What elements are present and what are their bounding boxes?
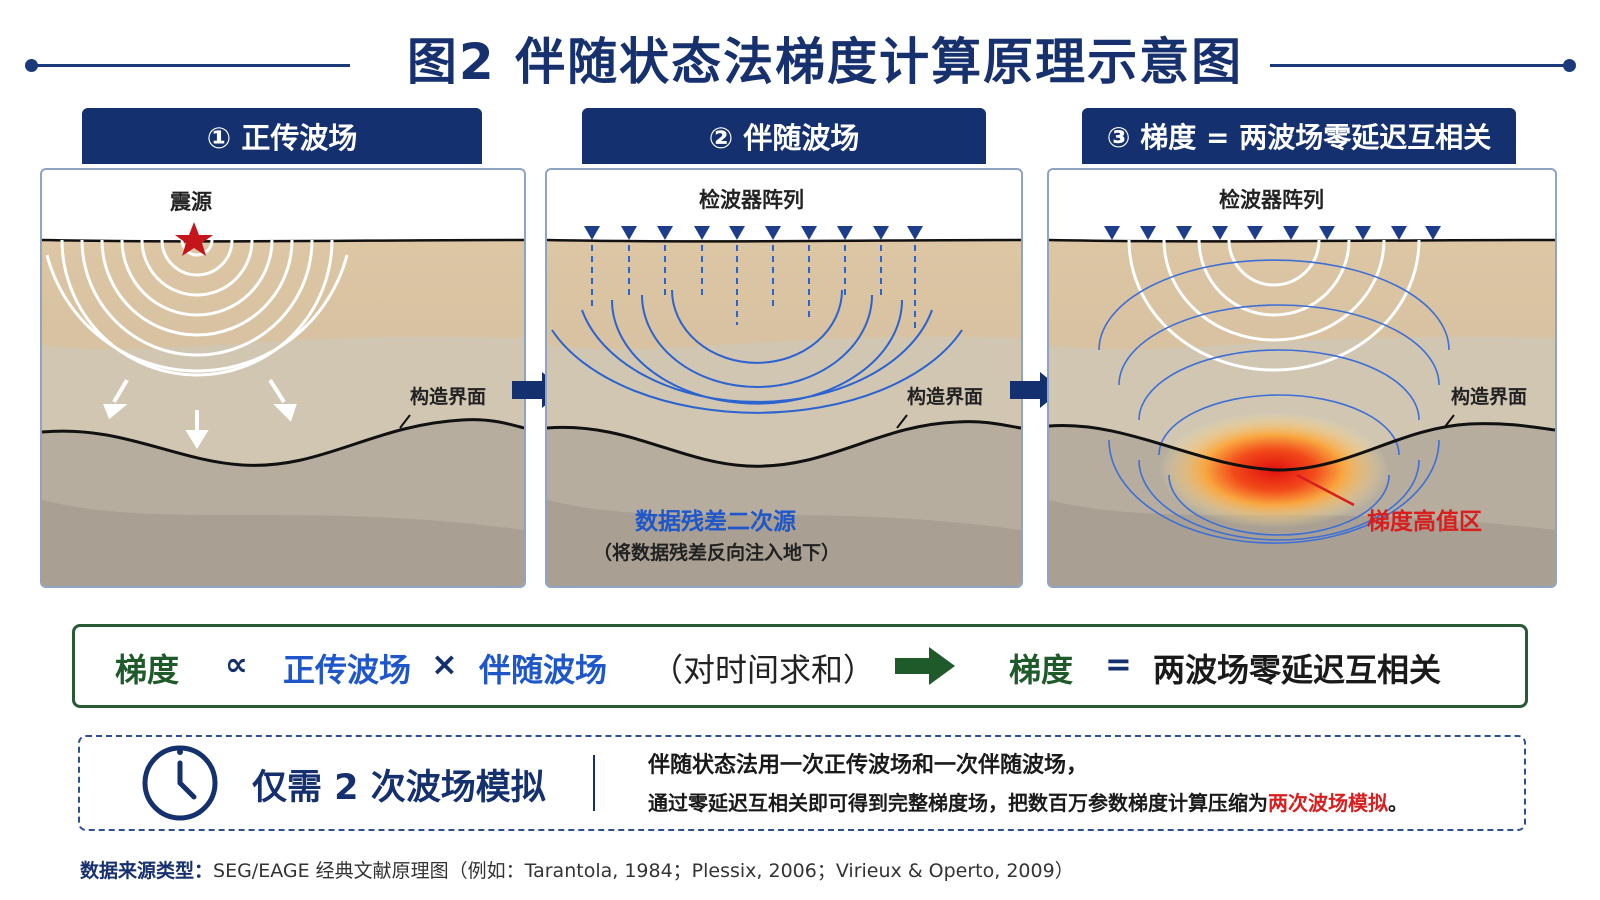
formula-gradient: 梯度: [115, 651, 180, 689]
title-left-rule: [30, 64, 350, 67]
right-arrow-icon: [895, 647, 955, 685]
tab-gradient-correlation: ③ 梯度 = 两波场零延迟互相关: [1082, 108, 1516, 164]
gradient-formula: 梯度 ∝ 正传波场 × 伴随波场 （对时间求和） 梯度 = 两波场零延迟互相关: [72, 624, 1528, 708]
panel-gradient: 检波器阵列 构造界面 梯度高值区: [1047, 168, 1557, 588]
adjoint-wavefronts: [1098, 259, 1450, 544]
receiver-triangle-icon: [1104, 226, 1441, 240]
formula-adjoint: 伴随波场: [479, 651, 608, 689]
panel-forward: 震源 构造界面: [40, 168, 526, 588]
summary-note: 仅需 2 次波场模拟 伴随状态法用一次正传波场和一次伴随波场， 通过零延迟互相关…: [78, 735, 1526, 831]
formula-times: ×: [431, 645, 458, 683]
panel-adjoint: 检波器阵列 构造界面 数据残差二次源 （将数据残差反向注入地下）: [545, 168, 1023, 588]
adjoint-wavefronts: [551, 289, 963, 414]
data-source-line: 数据来源类型：SEG/EAGE 经典文献原理图（例如：Tarantola, 19…: [80, 856, 1074, 883]
formula-gradient-result: 梯度: [1009, 651, 1074, 689]
adjoint-cross-section: [547, 226, 1021, 586]
forward-wavefronts: [45, 239, 349, 377]
data-source-label: 数据来源类型：: [80, 860, 214, 882]
injection-arrows: [591, 245, 916, 330]
note-line-1: 伴随状态法用一次正传波场和一次伴随波场，: [648, 753, 1089, 778]
interface-label: 构造界面: [907, 386, 984, 408]
formula-forward: 正传波场: [283, 651, 412, 689]
star-icon: [175, 222, 213, 256]
clock-icon: [142, 745, 218, 821]
tab-forward-wavefield: ① 正传波场: [82, 108, 482, 164]
note-line-2-prefix: 通过零延迟互相关即可得到完整梯度场，把数百万参数梯度计算压缩为: [648, 791, 1268, 815]
formula-result: 两波场零延迟互相关: [1153, 651, 1442, 689]
title-right-rule: [1270, 64, 1570, 67]
gradient-hotspot-label: 梯度高值区: [1367, 509, 1482, 535]
residual-source-title: 数据残差二次源: [635, 509, 796, 535]
formula-sum-note: （对时间求和）: [651, 651, 876, 689]
gradient-cross-section: [1049, 226, 1555, 586]
propagation-arrows: [103, 378, 297, 449]
source-label: 震源: [170, 190, 212, 214]
note-line-2: 通过零延迟互相关即可得到完整梯度场，把数百万参数梯度计算压缩为两次波场模拟。: [648, 787, 1408, 816]
tab-adjoint-wavefield: ② 伴随波场: [582, 108, 986, 164]
residual-source-note: （将数据残差反向注入地下）: [593, 542, 841, 564]
formula-propto: ∝: [225, 645, 248, 683]
note-highlight: 两次波场模拟: [1268, 791, 1388, 815]
note-headline: 仅需 2 次波场模拟: [252, 768, 546, 808]
forward-cross-section: [42, 222, 524, 586]
interface-label: 构造界面: [1451, 386, 1528, 408]
forward-wavefronts: [1127, 239, 1421, 372]
interface-label: 构造界面: [410, 386, 487, 408]
data-source-text: SEG/EAGE 经典文献原理图（例如：Tarantola, 1984；Ples…: [213, 860, 1074, 882]
receiver-array-label: 检波器阵列: [699, 188, 804, 212]
note-line-2-suffix: 。: [1388, 791, 1408, 815]
title-row: 图2 伴随状态法梯度计算原理示意图: [0, 22, 1600, 92]
page-title: 图2 伴随状态法梯度计算原理示意图: [406, 33, 1244, 91]
note-divider: [593, 755, 595, 811]
title-right-dot: [1563, 59, 1576, 72]
receiver-triangle-icon: [584, 226, 923, 240]
formula-equals: =: [1105, 645, 1132, 683]
receiver-array-label: 检波器阵列: [1219, 188, 1324, 212]
